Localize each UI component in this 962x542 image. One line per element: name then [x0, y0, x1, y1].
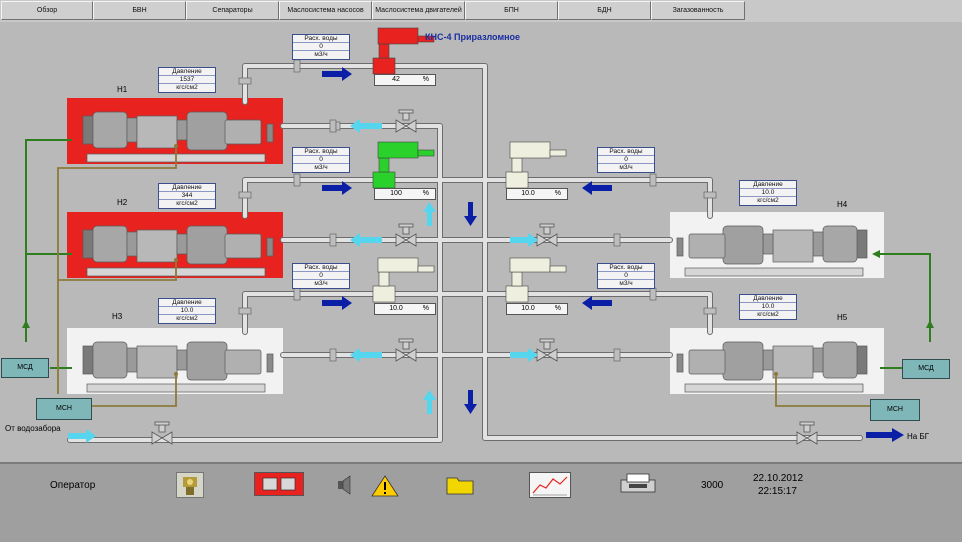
valve-2-position[interactable]: 100%: [374, 188, 436, 200]
outlet-label: На БГ: [907, 432, 930, 441]
pump-h1-label: Н1: [117, 85, 128, 94]
top-navigation: Обзор БВН Сепараторы Маслосистема насосо…: [0, 0, 962, 22]
pump-h5-label: Н5: [837, 313, 848, 322]
pump-h2-label: Н2: [117, 198, 128, 207]
control-valve-5[interactable]: [505, 257, 567, 303]
printer-icon[interactable]: [617, 472, 659, 496]
flow-arrows: [322, 67, 904, 442]
speaker-icon[interactable]: [334, 474, 358, 496]
msn-right[interactable]: МСН: [870, 399, 920, 421]
msd-left[interactable]: МСД: [1, 358, 49, 378]
status-bar: Оператор 3000 22.10.2012 22:15:17: [0, 462, 962, 542]
process-mimic: КНС-4 Приразломное Н1 Н2 Н3 Н4 Н5 Давлен…: [0, 22, 962, 462]
valve-5-position[interactable]: 10.0%: [506, 303, 568, 315]
nav-bvn[interactable]: БВН: [93, 1, 186, 20]
time-display: 22:15:17: [758, 486, 797, 497]
pump-h4-label: Н4: [837, 200, 848, 209]
operator-tools-icon[interactable]: [176, 472, 204, 498]
status-code: 3000: [701, 480, 724, 491]
valve-4-position[interactable]: 10.0%: [506, 188, 568, 200]
control-valve-3[interactable]: [372, 257, 435, 303]
control-valve-4[interactable]: [505, 141, 567, 189]
pipework-diagram: [22, 27, 934, 445]
nav-bpn[interactable]: БПН: [465, 1, 558, 20]
station-title: КНС-4 Приразломное: [425, 32, 521, 42]
valve-3-position[interactable]: 10.0%: [374, 303, 436, 315]
operator-label: Оператор: [50, 480, 96, 491]
inlet-label: От водозабора: [5, 424, 61, 433]
folder-icon[interactable]: [445, 474, 475, 496]
nav-motor-oil[interactable]: Маслосистема двигателей: [372, 1, 465, 20]
msn-left[interactable]: МСН: [36, 398, 92, 420]
nav-gas[interactable]: Загазованность: [651, 1, 745, 20]
date-display: 22.10.2012: [753, 473, 804, 484]
return-arrows: [68, 119, 538, 443]
nav-pump-oil[interactable]: Маслосистема насосов: [279, 1, 372, 20]
nav-separators[interactable]: Сепараторы: [186, 1, 279, 20]
control-valve-1[interactable]: [372, 27, 435, 75]
nav-overview[interactable]: Обзор: [1, 1, 93, 20]
alarm-summary-icon[interactable]: [254, 472, 304, 496]
control-valve-2[interactable]: [372, 141, 435, 189]
warning-icon[interactable]: [370, 474, 400, 498]
trend-chart-icon[interactable]: [529, 472, 571, 498]
valve-1-position[interactable]: 42%: [374, 74, 436, 86]
nav-bdn[interactable]: БДН: [558, 1, 651, 20]
pump-h3-label: Н3: [112, 312, 123, 321]
msd-right[interactable]: МСД: [902, 359, 950, 379]
